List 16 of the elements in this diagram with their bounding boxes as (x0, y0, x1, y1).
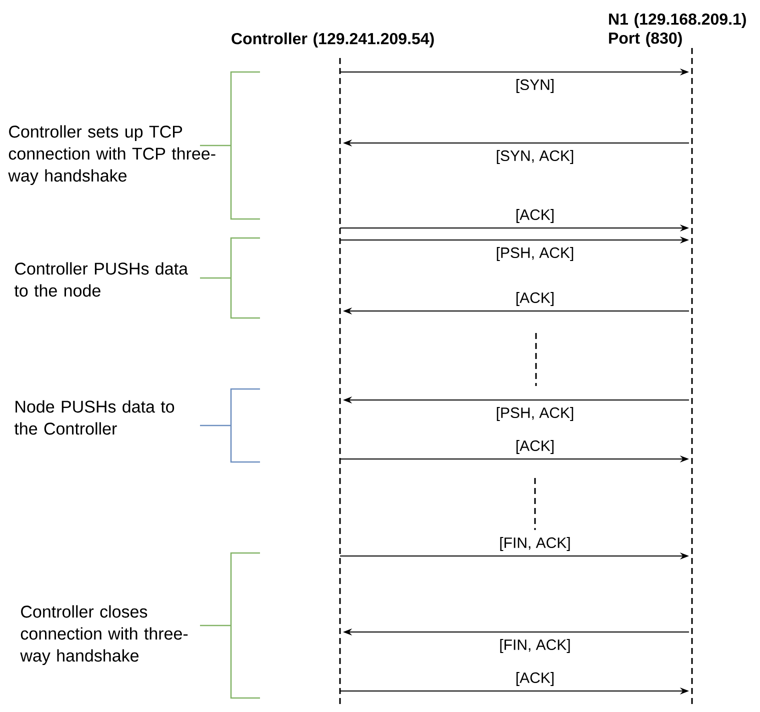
edge-label: [ACK] (516, 672, 554, 686)
edge-label: [ACK] (516, 292, 554, 306)
edge-label: [PSH, ACK] (496, 407, 574, 421)
edge-label: [FIN, ACK] (500, 537, 570, 551)
edge-label: [SYN] (516, 79, 554, 93)
participant-label: Controller (129.241.209.54) (232, 32, 434, 48)
annotation-text: Controller closes connection with three-way handshake (20, 605, 188, 666)
edge-label: [SYN, ACK] (496, 150, 574, 164)
edge-label: [ACK] (516, 209, 554, 223)
annotation-text: Node PUSHs data to the Controller (14, 400, 174, 435)
annotation-text: Controller sets up TCP connection with TCP three-way handshake (8, 125, 216, 186)
edge-label: [ACK] (516, 440, 554, 454)
participant-label: N1 (129.168.209.1) Port (830) (609, 13, 746, 47)
edge-label: [FIN, ACK] (500, 639, 570, 653)
edge-label: [PSH, ACK] (496, 247, 574, 261)
annotation-text: Controller PUSHs data to the node (14, 262, 188, 297)
